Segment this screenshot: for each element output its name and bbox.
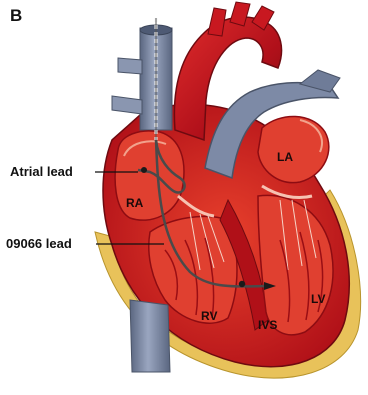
right-ventricle-label: RV bbox=[201, 309, 217, 323]
left-vein-branch-upper bbox=[118, 58, 142, 74]
lead-09066-label: 09066 lead bbox=[6, 236, 72, 251]
left-ventricle-label: LV bbox=[311, 292, 325, 306]
inferior-vena-cava bbox=[130, 300, 170, 372]
left-atrium-chamber bbox=[258, 116, 329, 182]
ventricular-lead-electrode bbox=[239, 281, 245, 287]
atrial-lead-label: Atrial lead bbox=[10, 164, 73, 179]
interventricular-septum-label: IVS bbox=[258, 318, 277, 332]
panel-letter: B bbox=[10, 6, 22, 26]
left-atrium-label: LA bbox=[277, 150, 293, 164]
left-vein-branch-mid bbox=[112, 96, 142, 114]
atrial-lead-tip bbox=[141, 167, 147, 173]
right-atrium-label: RA bbox=[126, 196, 143, 210]
